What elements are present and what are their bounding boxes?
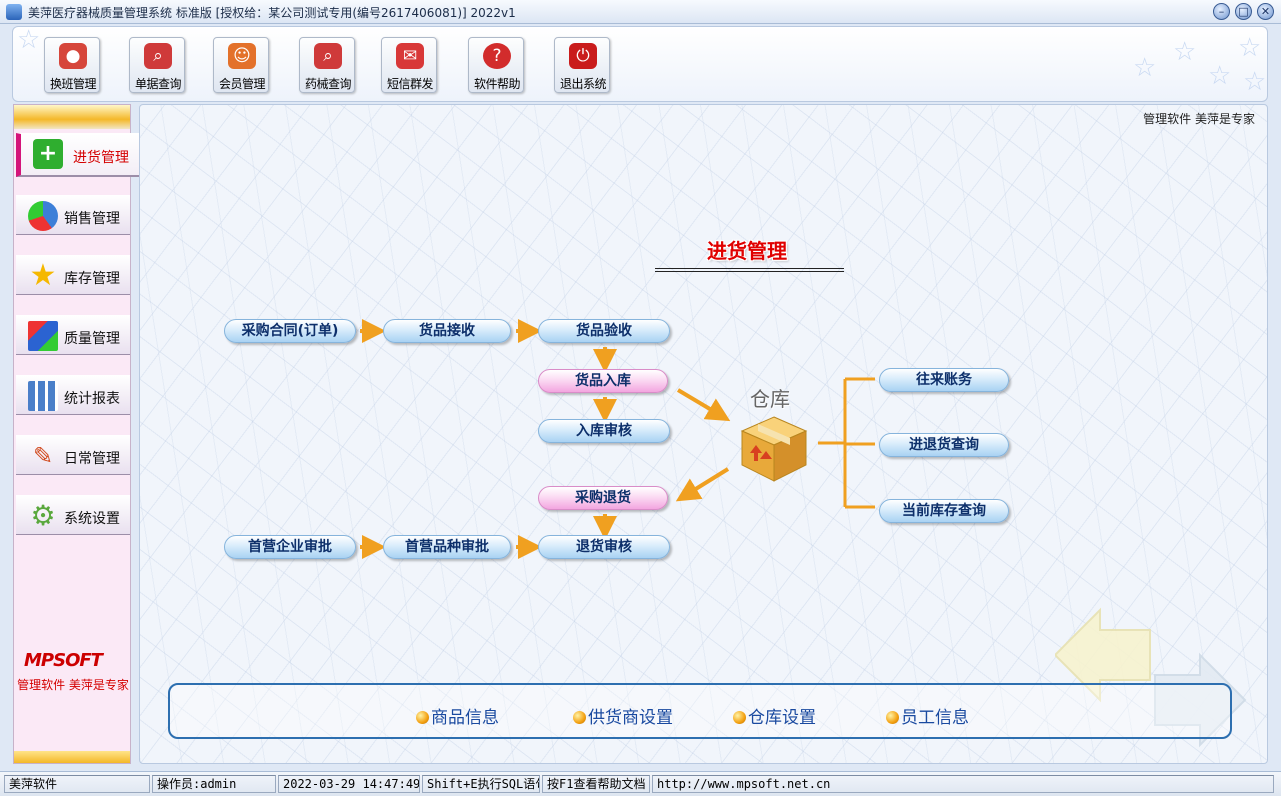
star-decor-icon: ☆ bbox=[1173, 37, 1197, 67]
star-icon: ★ bbox=[29, 258, 57, 293]
search-document-icon: ⌕ bbox=[144, 43, 172, 69]
decorative-arrows bbox=[1055, 607, 1247, 748]
bracket-warehouse-right bbox=[818, 377, 875, 509]
shift-management-button[interactable]: ● 换班管理 bbox=[44, 37, 100, 93]
sidebar-item-daily[interactable]: ✎ 日常管理 bbox=[16, 435, 130, 475]
first-supplier-audit-button[interactable]: 首营企业审批 bbox=[224, 535, 356, 559]
in-return-query-button[interactable]: 进退货查询 bbox=[879, 433, 1009, 457]
status-sql-hint: Shift+E执行SQL语句 bbox=[422, 775, 540, 793]
exit-system-button[interactable]: ⏻ 退出系统 bbox=[554, 37, 610, 93]
staff-info-link[interactable]: 员工信息 bbox=[886, 703, 969, 728]
bullet-icon bbox=[573, 711, 586, 724]
sidebar-top-band bbox=[14, 105, 130, 129]
back-arrow-icon bbox=[1055, 607, 1151, 703]
sidebar-item-sales[interactable]: 销售管理 bbox=[16, 195, 130, 235]
sidebar-bottom-band bbox=[14, 751, 130, 763]
maximize-button[interactable]: □ bbox=[1235, 3, 1252, 20]
title-bar: 美萍医疗器械质量管理系统 标准版 [授权给：某公司测试专用(编号26174060… bbox=[0, 0, 1281, 24]
member-management-button[interactable]: ☺ 会员管理 bbox=[213, 37, 269, 93]
minimize-button[interactable]: – bbox=[1213, 3, 1230, 20]
goods-receive-button[interactable]: 货品接收 bbox=[383, 319, 511, 343]
main-content: 管理软件 美萍是专家 进货管理 采购合同(订单) 货品接收 货品验收 货品入库 … bbox=[139, 104, 1268, 764]
status-company: 美萍软件 bbox=[4, 775, 150, 793]
inbound-audit-button[interactable]: 入库审核 bbox=[538, 419, 670, 443]
return-audit-button[interactable]: 退货审核 bbox=[538, 535, 670, 559]
gear-icon: ⚙ bbox=[30, 499, 56, 532]
toolbar: ☆ ☆ ☆ ☆ ☆ ☆ ● 换班管理 ⌕ 单据查询 ☺ 会员管理 ⌕ 药械查询 … bbox=[12, 26, 1268, 102]
document-query-button[interactable]: ⌕ 单据查询 bbox=[129, 37, 185, 93]
stock-query-button[interactable]: 当前库存查询 bbox=[879, 499, 1009, 523]
page-title: 进货管理 bbox=[707, 239, 787, 263]
power-icon: ⏻ bbox=[569, 43, 597, 69]
device-query-button[interactable]: ⌕ 药械查询 bbox=[299, 37, 355, 93]
purchase-return-button[interactable]: 采购退货 bbox=[538, 486, 668, 510]
software-help-button[interactable]: ? 软件帮助 bbox=[468, 37, 524, 93]
star-decor-icon: ☆ bbox=[1133, 53, 1157, 83]
star-decor-icon: ☆ bbox=[1208, 61, 1232, 91]
sidebar-item-settings[interactable]: ⚙ 系统设置 bbox=[16, 495, 130, 535]
status-datetime: 2022-03-29 14:47:49 bbox=[278, 775, 420, 793]
status-bar: 美萍软件 操作员:admin 2022-03-29 14:47:49 Shift… bbox=[0, 771, 1281, 796]
sms-broadcast-button[interactable]: ✉ 短信群发 bbox=[381, 37, 437, 93]
pencil-icon: ✎ bbox=[32, 442, 54, 470]
warehouse-label: 仓库 bbox=[750, 387, 790, 411]
star-decor-icon: ☆ bbox=[17, 26, 41, 55]
bullet-icon bbox=[416, 711, 429, 724]
title-underline bbox=[655, 268, 844, 272]
plus-icon: + bbox=[33, 139, 63, 169]
shift-users-icon: ● bbox=[59, 43, 87, 69]
pie-chart-icon bbox=[28, 201, 58, 231]
first-product-audit-button[interactable]: 首营品种审批 bbox=[383, 535, 511, 559]
search-icon: ⌕ bbox=[314, 43, 342, 69]
goods-inbound-button[interactable]: 货品入库 bbox=[538, 369, 668, 393]
member-icon: ☺ bbox=[228, 43, 256, 69]
app-icon bbox=[6, 4, 22, 20]
goods-inspect-button[interactable]: 货品验收 bbox=[538, 319, 670, 343]
forward-arrow-icon bbox=[1154, 652, 1247, 748]
star-decor-icon: ☆ bbox=[1243, 67, 1267, 97]
sidebar: + 进货管理 销售管理 ★ 库存管理 质量管理 统计报表 ✎ 日常管理 ⚙ 系统… bbox=[13, 104, 142, 764]
bullet-icon bbox=[886, 711, 899, 724]
arrow-warehouse-to-return bbox=[675, 467, 730, 502]
star-decor-icon: ☆ bbox=[1238, 33, 1262, 63]
status-help-hint: 按F1查看帮助文档 bbox=[542, 775, 650, 793]
purchase-contract-button[interactable]: 采购合同(订单) bbox=[224, 319, 356, 343]
bar-chart-icon bbox=[28, 381, 58, 411]
warehouse-settings-link[interactable]: 仓库设置 bbox=[733, 703, 816, 728]
bullet-icon bbox=[733, 711, 746, 724]
window-title: 美萍医疗器械质量管理系统 标准版 [授权给：某公司测试专用(编号26174060… bbox=[28, 6, 516, 20]
brand-logo: MPSOFT bbox=[24, 650, 103, 671]
envelope-icon: ✉ bbox=[396, 43, 424, 69]
warehouse-box-icon[interactable] bbox=[740, 413, 808, 483]
accounts-button[interactable]: 往来账务 bbox=[879, 368, 1009, 392]
quick-links-panel: 商品信息 供货商设置 仓库设置 员工信息 bbox=[168, 683, 1232, 739]
arrow-inbound-to-warehouse bbox=[676, 388, 731, 422]
goods-info-link[interactable]: 商品信息 bbox=[416, 703, 499, 728]
status-url[interactable]: http://www.mpsoft.net.cn bbox=[652, 775, 1274, 793]
supplier-settings-link[interactable]: 供货商设置 bbox=[573, 703, 673, 728]
close-button[interactable]: ✕ bbox=[1257, 3, 1274, 20]
sidebar-item-inventory[interactable]: ★ 库存管理 bbox=[16, 255, 130, 295]
brand-slogan: 管理软件 美萍是专家 bbox=[17, 678, 129, 692]
sidebar-item-reports[interactable]: 统计报表 bbox=[16, 375, 130, 415]
sidebar-item-quality[interactable]: 质量管理 bbox=[16, 315, 130, 355]
sidebar-item-purchase[interactable]: + 进货管理 bbox=[16, 133, 142, 177]
help-icon: ? bbox=[483, 43, 511, 69]
cubes-icon bbox=[28, 321, 58, 351]
status-operator: 操作员:admin bbox=[152, 775, 276, 793]
slogan: 管理软件 美萍是专家 bbox=[1143, 112, 1255, 126]
